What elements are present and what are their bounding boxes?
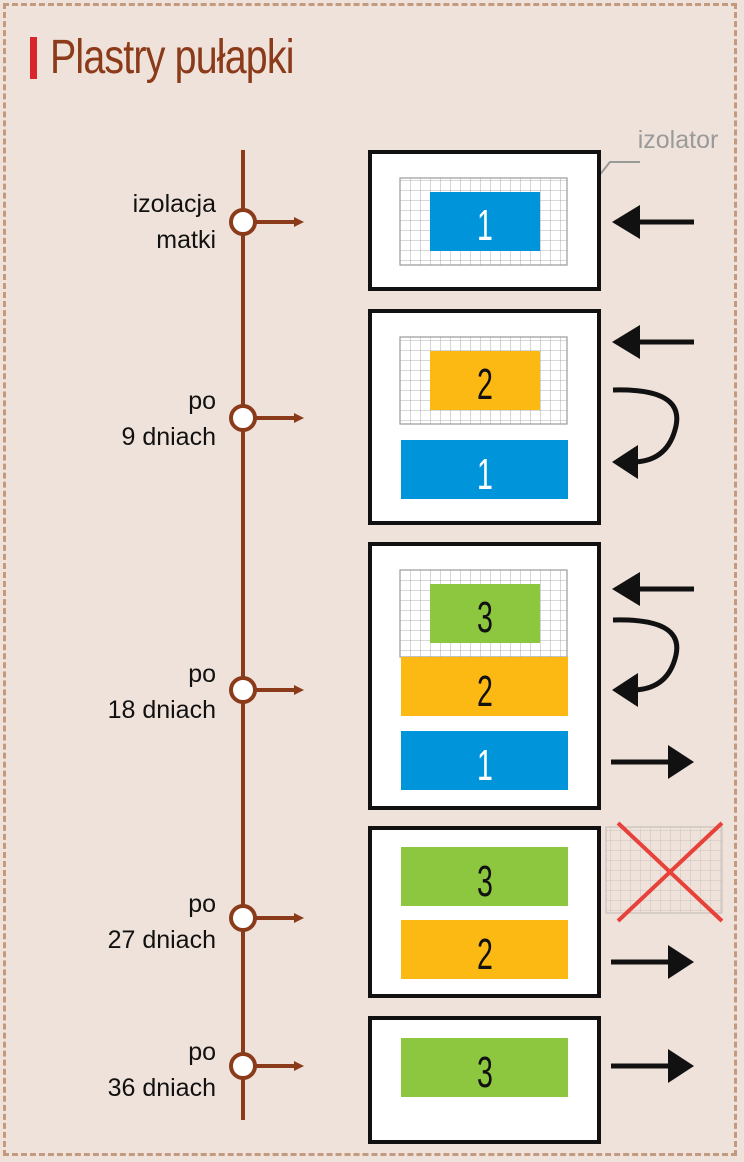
remove-arrow-head bbox=[668, 1049, 694, 1083]
isolated-comb bbox=[430, 584, 540, 643]
step-3: po 18 dniach 3 2 1 bbox=[108, 542, 694, 810]
step-2: po 9 dniach 2 1 bbox=[121, 309, 694, 525]
timeline-node bbox=[229, 904, 257, 932]
comb-number: 1 bbox=[477, 449, 493, 499]
timeline-node bbox=[229, 1052, 257, 1080]
insert-arrow-head bbox=[612, 325, 640, 359]
comb bbox=[401, 920, 568, 979]
move-down-arrow-head bbox=[612, 673, 638, 707]
insert-arrow-head bbox=[612, 205, 640, 239]
comb-number: 2 bbox=[477, 666, 493, 716]
timeline-node bbox=[229, 676, 257, 704]
title-accent-bar bbox=[30, 37, 37, 79]
comb-number: 3 bbox=[477, 1047, 493, 1097]
comb bbox=[401, 440, 568, 499]
step-label: matki bbox=[156, 226, 216, 254]
step-label: 27 dniach bbox=[108, 926, 216, 954]
step-label: 18 dniach bbox=[108, 696, 216, 724]
isolated-comb bbox=[430, 351, 540, 410]
dashed-frame bbox=[3, 3, 737, 1156]
insert-arrow-head bbox=[612, 572, 640, 606]
comb-number: 3 bbox=[477, 592, 493, 642]
remove-arrow-head bbox=[668, 745, 694, 779]
comb-number: 1 bbox=[477, 200, 493, 250]
cross-icon bbox=[616, 821, 724, 923]
isolated-comb bbox=[430, 192, 540, 251]
step-label: izolacja bbox=[133, 190, 216, 218]
timeline-node bbox=[229, 404, 257, 432]
comb-number: 3 bbox=[477, 856, 493, 906]
step-label: 9 dniach bbox=[121, 423, 216, 451]
move-down-arrow-head bbox=[612, 445, 638, 479]
comb bbox=[401, 657, 568, 716]
comb bbox=[401, 1038, 568, 1097]
move-down-arrow bbox=[612, 617, 680, 693]
step-label: po bbox=[188, 1038, 216, 1066]
comb-number: 2 bbox=[477, 359, 493, 409]
step-label: po bbox=[188, 890, 216, 918]
steps-layer: izolacja matki 1 po 9 dniach 2 1 po 18 dniach 3 2 1… bbox=[108, 150, 724, 1144]
comb bbox=[401, 731, 568, 790]
isolator-label: izolator bbox=[638, 126, 719, 154]
comb-number: 1 bbox=[477, 740, 493, 790]
timeline-node bbox=[229, 208, 257, 236]
step-label: po bbox=[188, 387, 216, 415]
remove-arrow-head bbox=[668, 945, 694, 979]
step-5: po 36 dniach 3 bbox=[108, 1016, 694, 1144]
comb bbox=[401, 847, 568, 906]
step-4: po 27 dniach 3 2 bbox=[108, 821, 724, 998]
comb-number: 2 bbox=[477, 929, 493, 979]
step-label: 36 dniach bbox=[108, 1074, 216, 1102]
step-label: po bbox=[188, 660, 216, 688]
page-title: Plastry pułapki bbox=[50, 31, 294, 84]
step-1: izolacja matki 1 bbox=[133, 150, 694, 291]
move-down-arrow bbox=[612, 387, 680, 465]
